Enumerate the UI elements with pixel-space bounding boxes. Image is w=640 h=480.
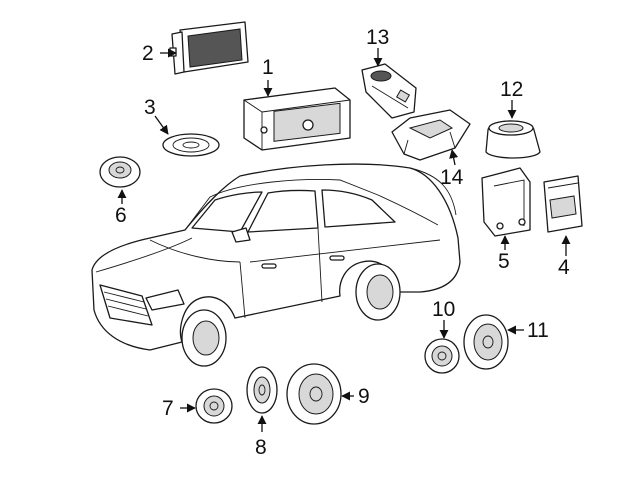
speaker-7 xyxy=(195,388,233,424)
speaker-8 xyxy=(246,366,278,414)
callout-4: 4 xyxy=(558,256,570,279)
callout-labels: 1 2 3 4 5 6 7 8 9 10 11 12 13 14 xyxy=(115,26,570,459)
callout-10: 10 xyxy=(432,298,455,321)
cd-disc xyxy=(162,133,220,157)
callout-2: 2 xyxy=(142,42,154,65)
speaker-9 xyxy=(286,363,342,425)
cup-part-12 xyxy=(485,120,541,159)
mounting-bracket-14 xyxy=(391,109,471,161)
leader-lines xyxy=(117,48,571,432)
callout-11: 11 xyxy=(527,319,549,342)
callout-6: 6 xyxy=(115,204,127,227)
speaker-10 xyxy=(424,338,460,374)
callout-5: 5 xyxy=(498,250,510,273)
callout-7: 7 xyxy=(162,397,174,420)
tweeter-speaker xyxy=(99,156,141,188)
sedan-illustration xyxy=(91,163,461,367)
callout-12: 12 xyxy=(500,78,523,101)
display-unit xyxy=(169,21,249,75)
radio-head-unit xyxy=(243,87,351,151)
callout-9: 9 xyxy=(358,385,370,408)
callout-14: 14 xyxy=(440,166,464,189)
speaker-11 xyxy=(463,314,509,370)
callout-13: 13 xyxy=(366,26,389,49)
callout-8: 8 xyxy=(255,436,267,459)
callout-3: 3 xyxy=(144,96,156,119)
callout-1: 1 xyxy=(262,56,274,79)
amplifier-bracket-5 xyxy=(481,167,531,237)
control-module-4 xyxy=(543,175,583,233)
control-module-13 xyxy=(361,63,417,119)
